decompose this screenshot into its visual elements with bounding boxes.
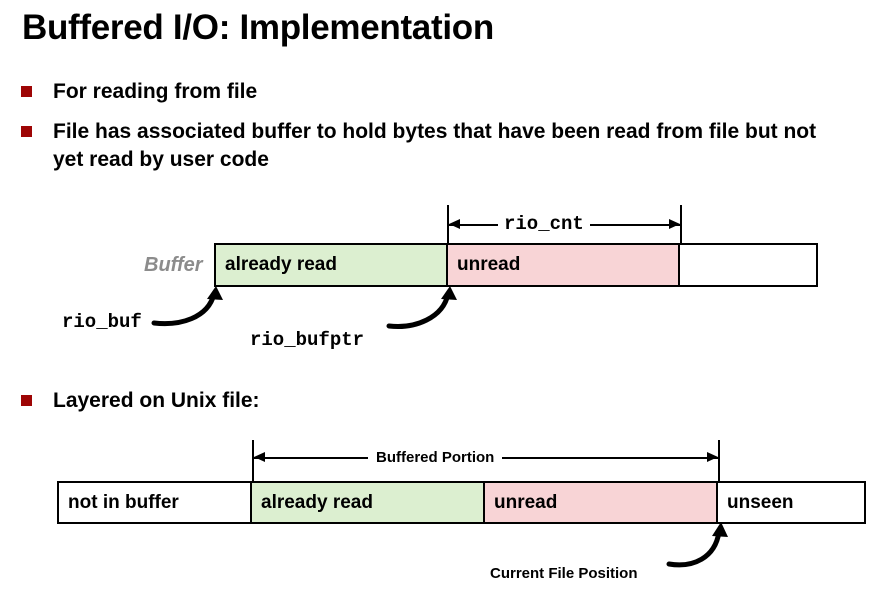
dimension-tick-left bbox=[447, 205, 449, 249]
buffer-segment-unread: unread bbox=[448, 245, 680, 285]
file-segment-already-read: already read bbox=[252, 483, 485, 522]
bullet-item-1: For reading from file bbox=[21, 78, 821, 106]
buffer-segment-unread-label: unread bbox=[457, 254, 521, 275]
page-title: Buffered I/O: Implementation bbox=[22, 8, 494, 47]
rio-cnt-label: rio_cnt bbox=[498, 213, 590, 235]
buffered-portion-label: Buffered Portion bbox=[368, 449, 503, 466]
arrow-left-icon bbox=[449, 219, 460, 229]
bullet-square-icon bbox=[21, 126, 32, 137]
dimension-tick-right bbox=[680, 205, 682, 249]
buffer-segment-empty bbox=[680, 245, 816, 285]
file-segment-unread: unread bbox=[485, 483, 718, 522]
rio-buf-pointer-arrow-icon bbox=[151, 286, 223, 327]
buffer-side-label: Buffer bbox=[144, 254, 203, 276]
bullet-item-3: Layered on Unix file: bbox=[21, 387, 821, 415]
buffer-segment-already-read-label: already read bbox=[225, 254, 337, 275]
bullet-label-1: For reading from file bbox=[53, 80, 258, 103]
bullet-label-3: Layered on Unix file: bbox=[53, 389, 260, 412]
file-segment-unread-label: unread bbox=[494, 491, 558, 513]
file-segment-already-read-label: already read bbox=[261, 491, 373, 513]
bullet-square-icon bbox=[21, 395, 32, 406]
file-segment-unseen-label: unseen bbox=[727, 491, 794, 513]
bullet-label-2: File has associated buffer to hold bytes… bbox=[53, 120, 817, 171]
current-file-position-arrow-icon bbox=[666, 522, 728, 568]
arrow-right-icon bbox=[669, 219, 680, 229]
arrow-left-icon bbox=[254, 452, 265, 462]
file-segment-not-in-buffer-label: not in buffer bbox=[68, 491, 179, 513]
file-segment-unseen: unseen bbox=[718, 483, 864, 522]
bullet-item-2: File has associated buffer to hold bytes… bbox=[21, 118, 821, 174]
bullet-square-icon bbox=[21, 86, 32, 97]
dimension-tick-left bbox=[252, 440, 254, 482]
rio-bufptr-label: rio_bufptr bbox=[250, 329, 365, 351]
dimension-tick-right bbox=[718, 440, 720, 482]
buffer-segment-already-read: already read bbox=[216, 245, 448, 285]
rio-bufptr-pointer-arrow-icon bbox=[386, 286, 457, 329]
rio-buf-label: rio_buf bbox=[62, 311, 142, 333]
current-file-position-label: Current File Position bbox=[490, 565, 638, 582]
buffer-bar: already read unread bbox=[214, 243, 818, 287]
file-segment-not-in-buffer: not in buffer bbox=[59, 483, 252, 522]
arrow-right-icon bbox=[707, 452, 718, 462]
file-bar: not in buffer already read unread unseen bbox=[57, 481, 866, 524]
